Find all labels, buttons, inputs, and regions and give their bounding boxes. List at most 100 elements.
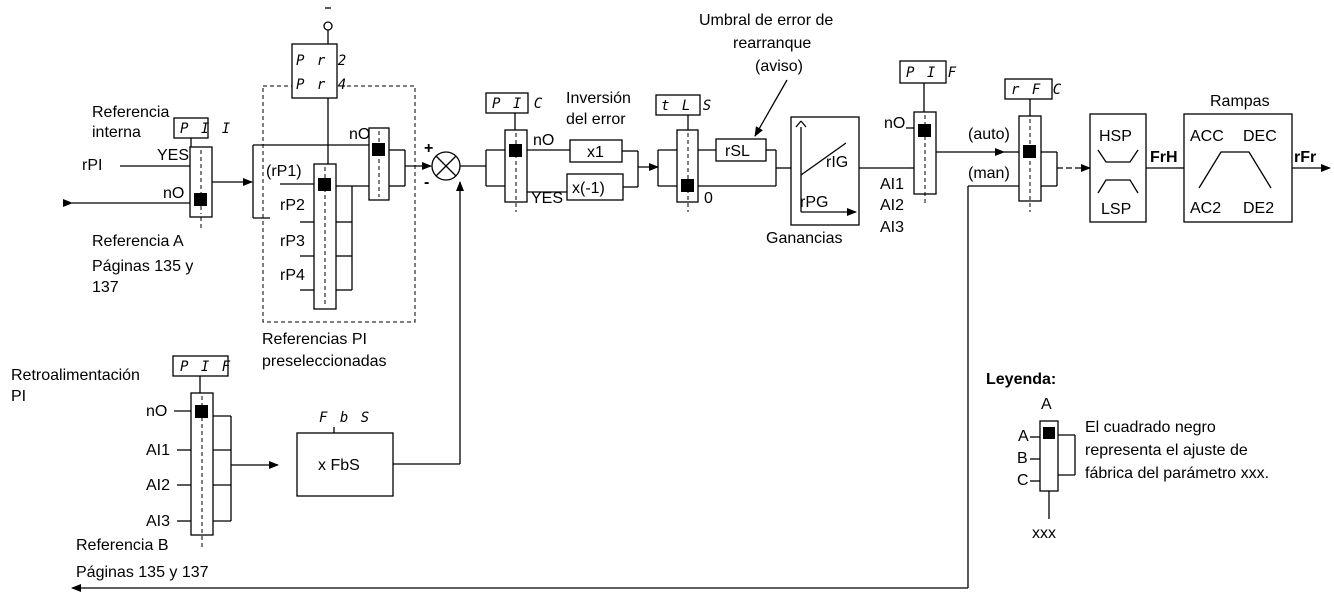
legend-desc-3: fábrica del parámetro xxx. bbox=[1085, 465, 1269, 482]
ramps-box bbox=[1183, 113, 1293, 223]
feedback-default-knob bbox=[195, 405, 208, 418]
pii-switch: P I I bbox=[173, 117, 253, 228]
tls-default-knob bbox=[681, 179, 694, 192]
ramps-title: Rampas bbox=[1210, 93, 1270, 110]
fbs-label: x FbS bbox=[318, 457, 360, 474]
auto-label: (auto) bbox=[968, 126, 1010, 143]
legend-title: Leyenda: bbox=[986, 371, 1056, 388]
tls-zero-label: 0 bbox=[704, 190, 713, 207]
legend-xxx: xxx bbox=[1032, 525, 1056, 542]
legend: Leyenda: A A B C xxx El cuadrado negro r… bbox=[986, 371, 1269, 542]
pic-yes-label: YES bbox=[531, 190, 563, 207]
pic-code-box bbox=[485, 92, 529, 114]
ramps-block: ACC DEC AC2 DE2 rFr bbox=[1183, 113, 1331, 223]
pii-code: P I I bbox=[180, 121, 232, 137]
legend-desc-1: El cuadrado negro bbox=[1085, 419, 1216, 436]
pif-switch-top: P I F nO AI1 AI2 AI3 bbox=[880, 60, 1005, 236]
dec-label: DEC bbox=[1243, 128, 1277, 145]
feedback-ai2-label: AI2 bbox=[146, 477, 170, 494]
plus-sign: + bbox=[424, 140, 433, 157]
pif-top-code: P I F bbox=[906, 65, 958, 81]
rp2-label: rP2 bbox=[280, 197, 305, 214]
threshold-title-1: Umbral de error de bbox=[699, 12, 833, 29]
ref-b-label: Referencia B bbox=[76, 537, 169, 554]
fbs-block: F b S x FbS bbox=[296, 410, 460, 497]
ref-a-label: Referencia A bbox=[92, 233, 184, 250]
preset-references-group: (rP1) rP2 rP3 rP4 P r 2 P r 4 nO bbox=[252, 7, 432, 323]
man-label: (man) bbox=[968, 165, 1010, 182]
preset-caption-1: Referencias PI bbox=[262, 331, 367, 348]
error-inversion: P I C nO YES x1 x(-1) bbox=[485, 92, 659, 212]
preset-selector bbox=[313, 163, 337, 310]
feedback-no-label: nO bbox=[146, 403, 167, 420]
ac2-label: AC2 bbox=[1190, 200, 1221, 217]
legend-a-top: A bbox=[1041, 396, 1052, 413]
x1-label: x1 bbox=[587, 144, 604, 161]
hsp-label: HSP bbox=[1099, 128, 1132, 145]
feedback-switch bbox=[190, 392, 214, 536]
pic-default-knob bbox=[509, 144, 522, 157]
de2-label: DE2 bbox=[1243, 200, 1274, 217]
inversion-title-2: del error bbox=[566, 111, 626, 128]
legend-b: B bbox=[1017, 450, 1028, 467]
pic-no-label: nO bbox=[533, 132, 554, 149]
threshold-title-3: (aviso) bbox=[755, 58, 803, 75]
rpi-label: rPI bbox=[82, 157, 102, 174]
rfc-switch: r F C (auto) (man) bbox=[967, 78, 1091, 588]
ai2-top-label: AI2 bbox=[880, 197, 904, 214]
rfc-code: r F C bbox=[1011, 82, 1063, 98]
rpg-label: rPG bbox=[800, 194, 828, 211]
fbs-box bbox=[296, 432, 394, 497]
ai3-top-label: AI3 bbox=[880, 219, 904, 236]
summing-junction: + - bbox=[424, 140, 486, 464]
threshold-title-2: rearranque bbox=[733, 35, 811, 52]
acc-label: ACC bbox=[1190, 128, 1224, 145]
frh-label: FrH bbox=[1150, 149, 1178, 166]
speed-limits: HSP LSP FrH bbox=[1089, 113, 1184, 223]
preset-no-label: nO bbox=[349, 126, 370, 143]
feedback-ai1-label: AI1 bbox=[146, 442, 170, 459]
pr2-code: P r 2 bbox=[296, 53, 348, 69]
gains-label: Ganancias bbox=[766, 230, 843, 247]
ai-no-label: nO bbox=[884, 115, 905, 132]
rp1-label: (rP1) bbox=[266, 163, 302, 180]
rfc-default-knob bbox=[1023, 145, 1036, 158]
preset-dashed-frame bbox=[262, 85, 416, 323]
feedback-ai3-label: AI3 bbox=[146, 513, 170, 530]
rig-label: rIG bbox=[826, 154, 848, 171]
inversion-title-1: Inversión bbox=[566, 90, 631, 107]
legend-a: A bbox=[1018, 428, 1029, 445]
rsl-label: rSL bbox=[725, 143, 750, 160]
pages-a-label-1: Páginas 135 y bbox=[92, 258, 193, 275]
rfc-code-box bbox=[1004, 78, 1053, 100]
pic-code: P I C bbox=[492, 96, 544, 112]
minus-sign: - bbox=[424, 174, 429, 191]
xm1-box bbox=[566, 173, 624, 201]
preset-enable-knob bbox=[372, 143, 385, 156]
ref-internal-label-2: interna bbox=[92, 124, 141, 141]
pii-no-label: nO bbox=[163, 185, 184, 202]
pr4-code: P r 4 bbox=[296, 77, 348, 93]
ref-internal-label-1: Referencia bbox=[92, 104, 169, 121]
xm1-label: x(-1) bbox=[572, 180, 605, 197]
pages-b-label: Páginas 135 y 137 bbox=[76, 564, 209, 581]
rp3-label: rP3 bbox=[280, 233, 305, 250]
feedback-title-1: Retroalimentación bbox=[11, 367, 140, 384]
rfc-selector bbox=[1018, 115, 1042, 202]
tls-code: t L S bbox=[661, 98, 713, 114]
feedback-title-2: PI bbox=[11, 388, 26, 405]
fbs-code: F b S bbox=[319, 410, 371, 426]
preset-default-knob bbox=[318, 178, 331, 191]
pii-yes-label: YES bbox=[157, 147, 189, 164]
gains-block: rIG rPG bbox=[790, 116, 906, 226]
rp4-label: rP4 bbox=[280, 267, 305, 284]
pii-default-knob bbox=[194, 193, 207, 206]
rfr-label: rFr bbox=[1294, 149, 1316, 166]
legend-knob bbox=[1043, 427, 1055, 439]
pr2-pr4-code-box bbox=[291, 43, 338, 99]
legend-desc-2: representa el ajuste de bbox=[1085, 442, 1248, 459]
feedback-selector: P I F nO AI1 AI2 AI3 bbox=[146, 355, 279, 548]
preset-caption-2: preseleccionadas bbox=[262, 353, 387, 370]
